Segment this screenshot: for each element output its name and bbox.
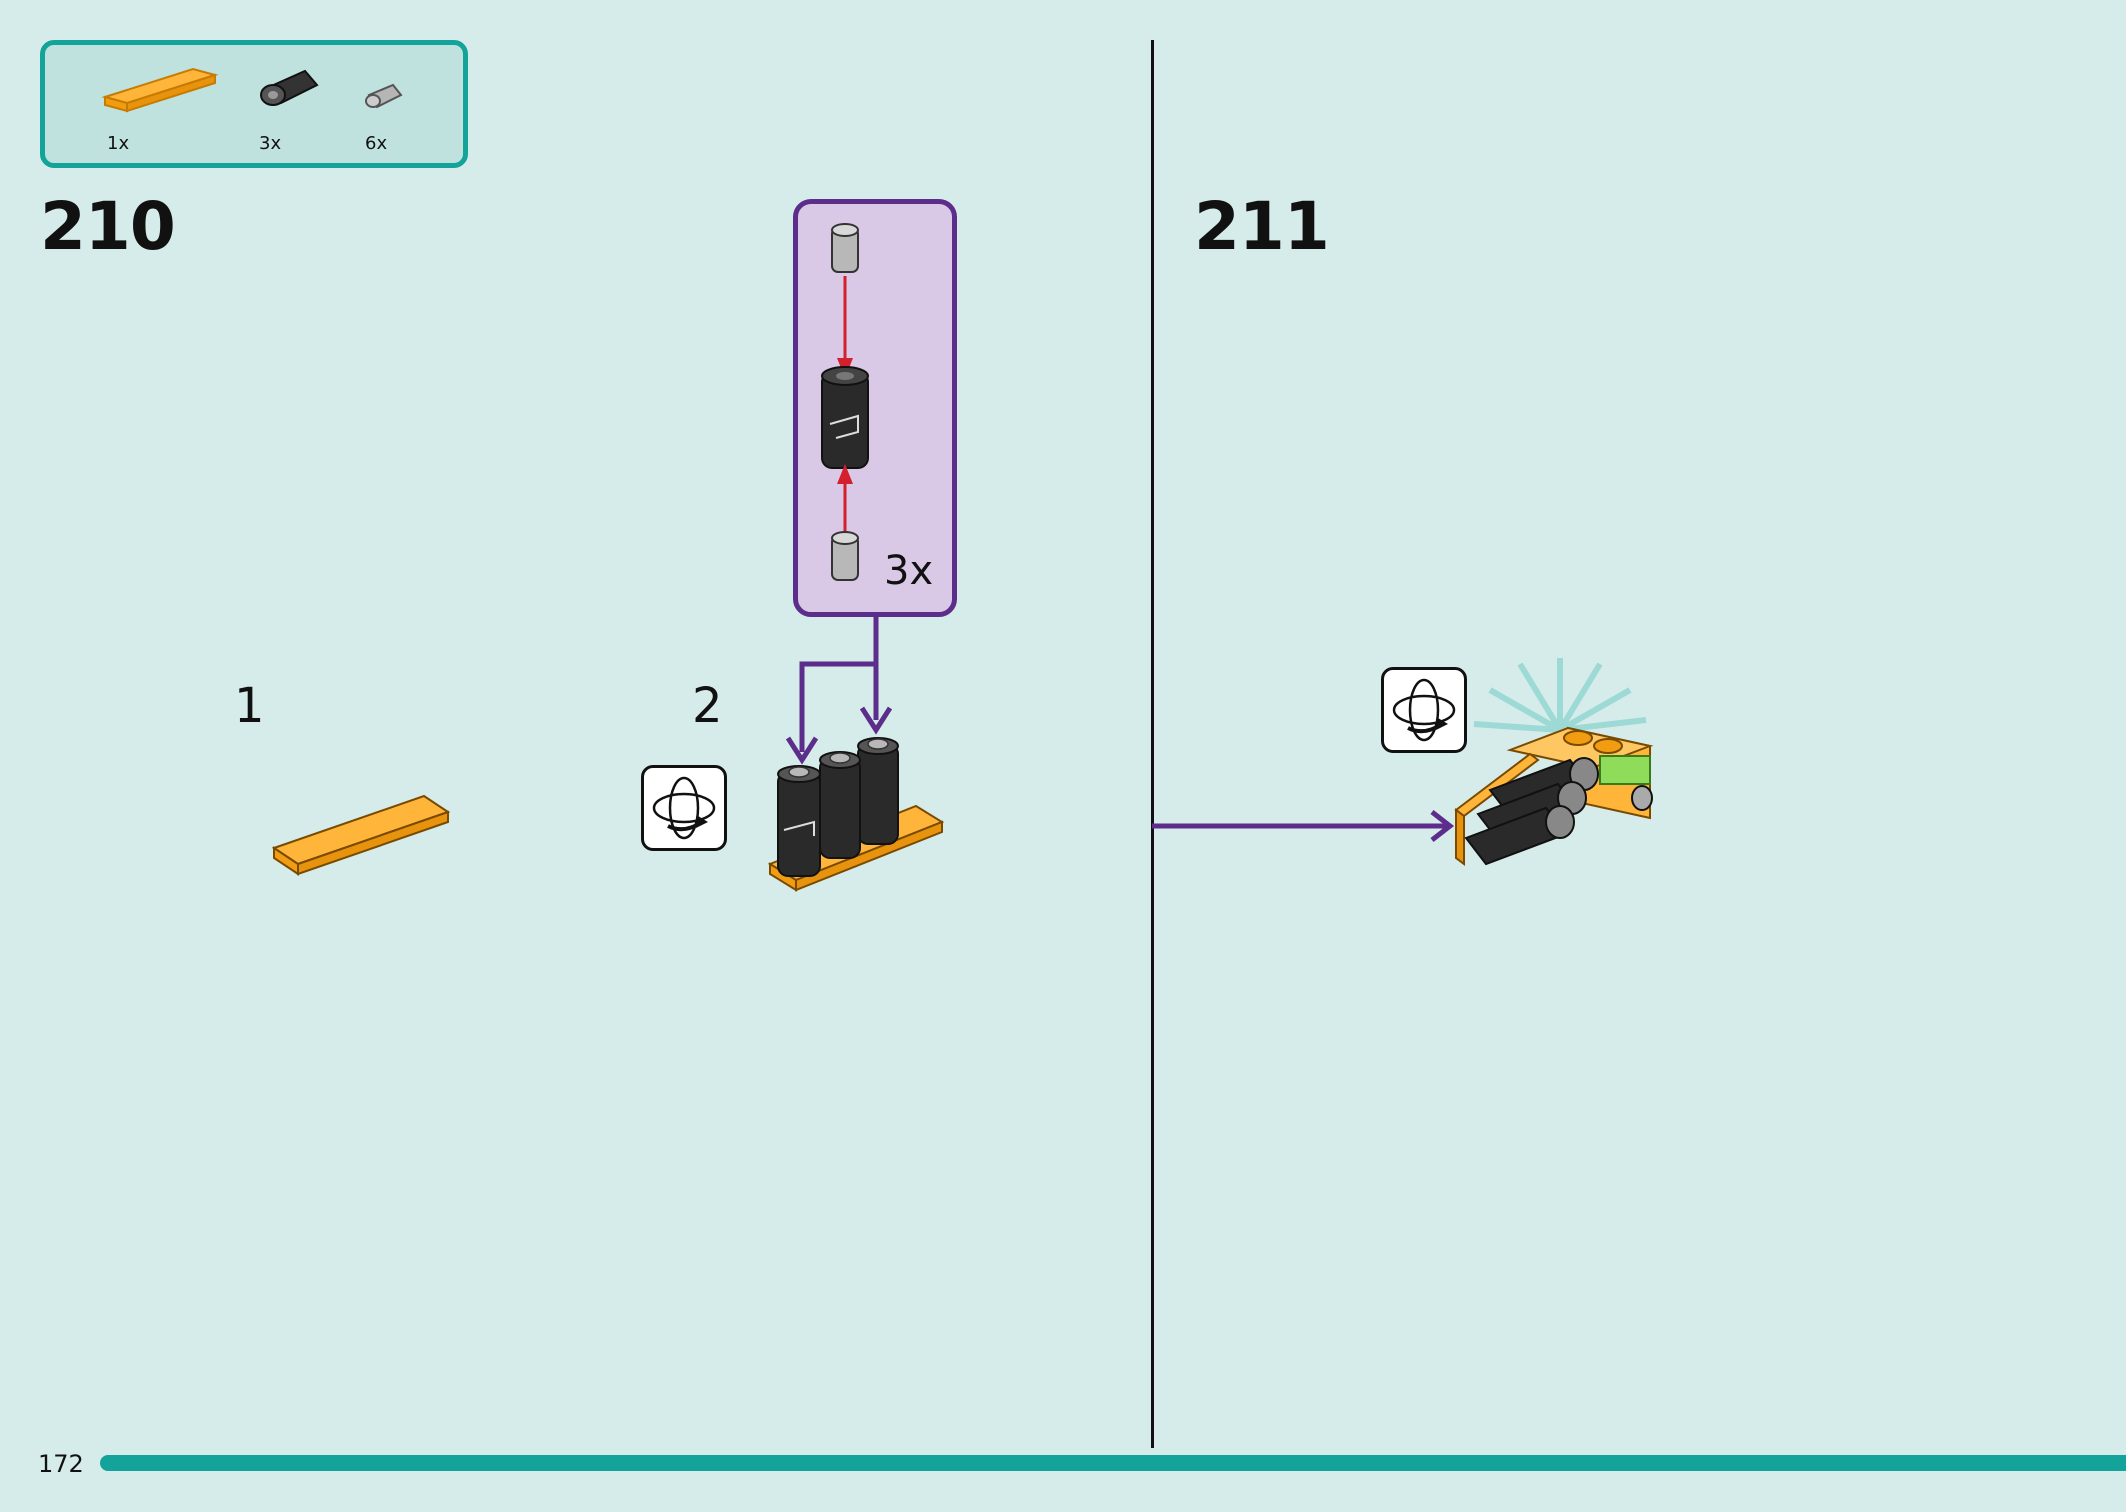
step-number-210: 210	[40, 188, 176, 265]
part-qty-tile: 1x	[107, 133, 130, 154]
callout-assembly-art	[821, 223, 869, 581]
page-number: 172	[38, 1450, 84, 1478]
rotate-model-box	[641, 765, 727, 851]
connector-row-build	[767, 737, 945, 892]
grey-pin-bottom-icon	[831, 531, 859, 581]
rotate-icon-211	[1392, 678, 1456, 742]
connector-horizontal-3	[1464, 805, 1575, 866]
black-connector-icon	[821, 366, 869, 469]
black-axle-connector-icon	[260, 69, 319, 106]
orange-tile-icon	[101, 67, 219, 113]
rotate-model-box-211	[1381, 667, 1467, 753]
attach-arrow	[1152, 810, 1455, 842]
step-number-211: 211	[1194, 188, 1330, 265]
connector-middle	[819, 751, 861, 859]
highlight-burst-icon	[1473, 658, 1647, 733]
step-211-model	[1454, 658, 1654, 866]
orange-tile-build	[271, 794, 451, 876]
substep-number-1: 1	[234, 678, 265, 734]
purple-placement-arrows	[785, 612, 893, 765]
rotate-icon	[652, 776, 716, 840]
connector-back	[857, 737, 899, 845]
parts-list-box: 1x 3x 6x	[40, 40, 468, 168]
substep-number-2: 2	[692, 678, 723, 734]
callout-multiplier: 3x	[884, 548, 934, 594]
step-divider	[1151, 40, 1154, 1448]
grey-pin-top-icon	[831, 223, 859, 273]
part-qty-connector: 3x	[259, 133, 282, 154]
connector-front	[777, 765, 821, 877]
grey-pin-icon	[365, 83, 403, 109]
part-qty-pin: 6x	[365, 133, 388, 154]
footer-progress-bar	[100, 1455, 2126, 1471]
